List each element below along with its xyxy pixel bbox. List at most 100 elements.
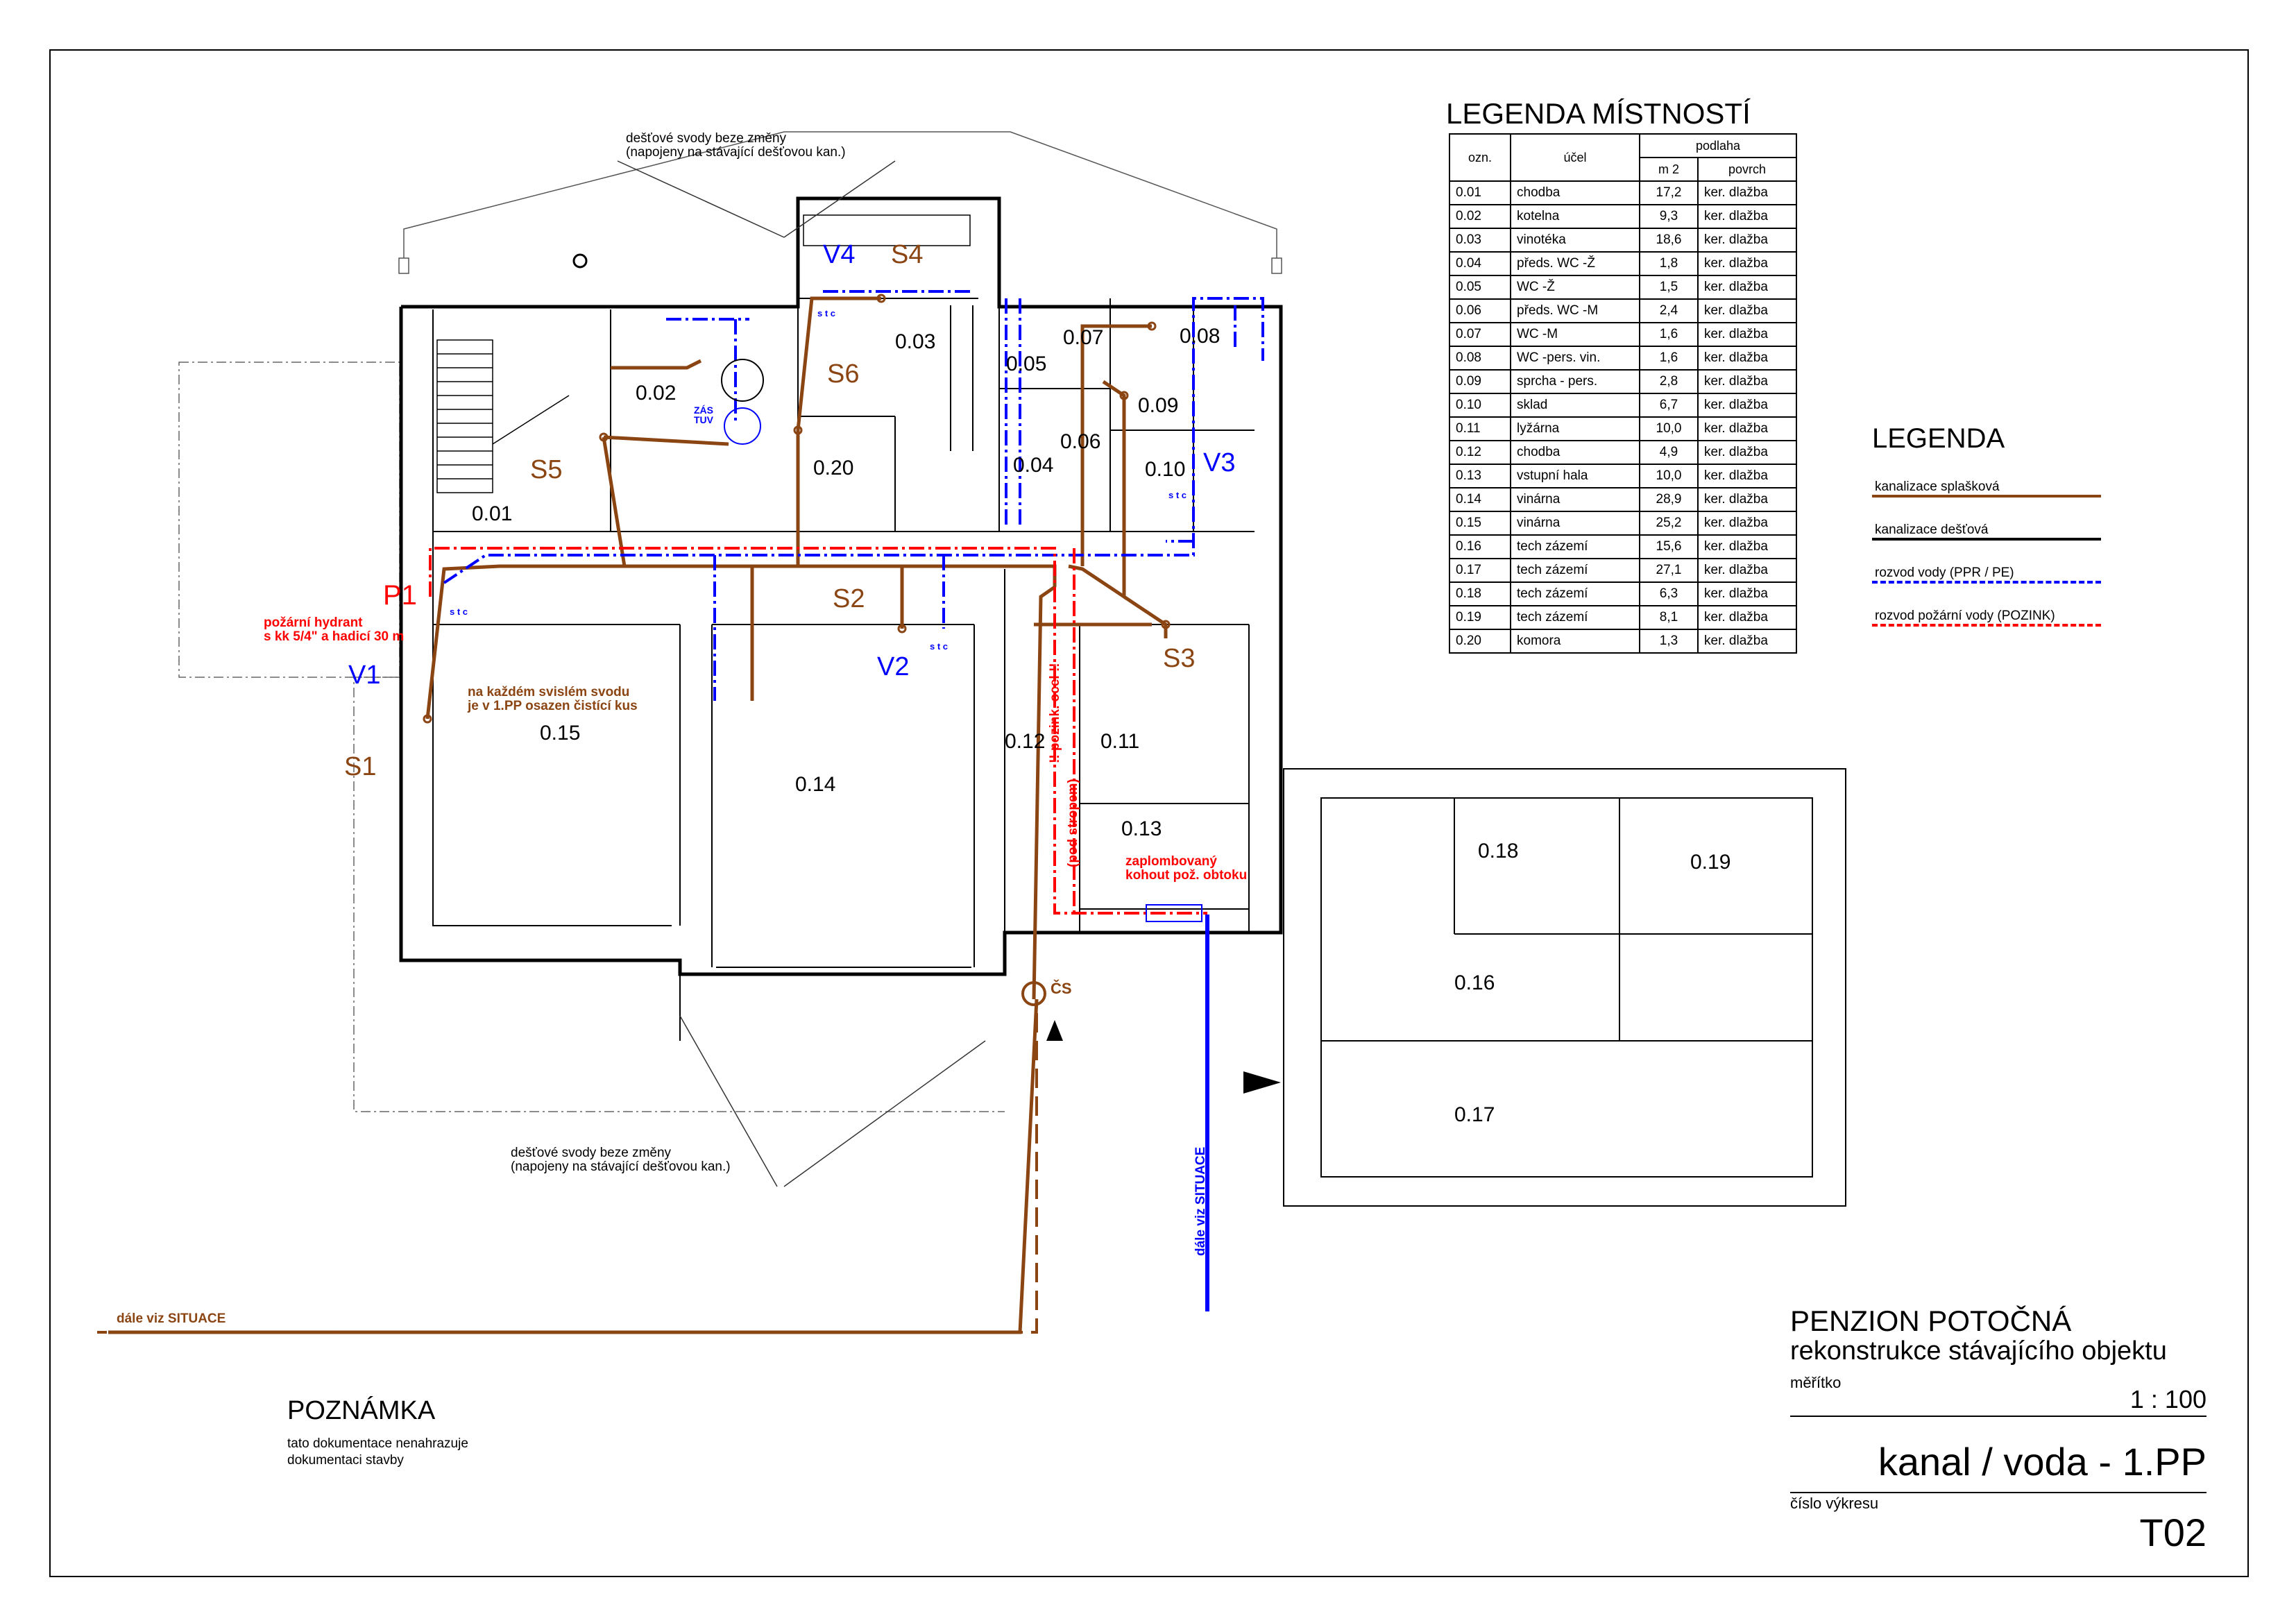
- room-table-header-row: ozn. účel podlaha: [1449, 133, 1797, 182]
- valve-note-line2: kohout pož. obtoku: [1125, 868, 1248, 883]
- room-label-013: 0.13: [1121, 817, 1162, 840]
- room-code-cell: 0.17: [1449, 558, 1511, 583]
- room-code-cell: 0.01: [1449, 180, 1511, 205]
- riser-v1: V1: [348, 661, 381, 690]
- room-purpose-cell: vinárna: [1510, 487, 1640, 512]
- riser-s5: S5: [530, 455, 563, 484]
- room-code-cell: 0.15: [1449, 511, 1511, 536]
- col-header-m2: m 2: [1639, 157, 1699, 182]
- scale-value: 1 : 100: [2129, 1385, 2206, 1413]
- room-area-cell: 1,5: [1639, 275, 1699, 300]
- room-surface-cell: ker. dlažba: [1697, 228, 1797, 253]
- rain-note-top: dešťové svody beze změny (napojeny na st…: [626, 132, 846, 160]
- room-surface-cell: ker. dlažba: [1697, 534, 1797, 559]
- room-code-cell: 0.20: [1449, 629, 1511, 654]
- cleanout-note: na každém svislém svodu je v 1.PP osazen…: [468, 686, 638, 713]
- rain-drainage-lines: [617, 160, 986, 1187]
- room-label-004: 0.04: [1013, 454, 1054, 477]
- col-header-ozn: ozn.: [1449, 133, 1511, 182]
- drawing-name-underline: [1790, 1492, 2206, 1493]
- room-area-cell: 8,1: [1639, 605, 1699, 630]
- room-code-cell: 0.06: [1449, 298, 1511, 323]
- room-purpose-cell: předs. WC -Ž: [1510, 251, 1640, 276]
- room-label-010: 0.10: [1145, 458, 1186, 481]
- room-code-cell: 0.14: [1449, 487, 1511, 512]
- room-area-cell: 1,3: [1639, 629, 1699, 654]
- room-code-cell: 0.02: [1449, 204, 1511, 229]
- water-pipes: [443, 290, 1264, 701]
- room-surface-cell: ker. dlažba: [1697, 180, 1797, 205]
- stc-label-v1: s t c: [450, 606, 468, 617]
- room-purpose-cell: vinotéka: [1510, 228, 1640, 253]
- riser-s1: S1: [344, 752, 377, 781]
- room-code-cell: 0.03: [1449, 228, 1511, 253]
- riser-marks: [423, 294, 1171, 724]
- title-block: PENZION POTOČNÁ rekonstrukce stávajícího…: [1790, 1305, 2206, 1568]
- room-purpose-cell: vinárna: [1510, 511, 1640, 536]
- room-surface-cell: ker. dlažba: [1697, 393, 1797, 418]
- room-area-cell: 1,8: [1639, 251, 1699, 276]
- room-area-cell: 28,9: [1639, 487, 1699, 512]
- room-table-subheader-row: m 2 povrch: [1449, 157, 1797, 182]
- manhole-label: ČS: [1051, 980, 1072, 997]
- scale-underline: [1790, 1416, 2206, 1417]
- room-surface-cell: ker. dlažba: [1697, 605, 1797, 630]
- valve-note: zaplombovaný kohout pož. obtoku: [1125, 855, 1247, 883]
- room-area-cell: 18,6: [1639, 228, 1699, 253]
- riser-v2: V2: [877, 652, 910, 681]
- riser-v4: V4: [823, 240, 856, 269]
- number-label: číslo výkresu: [1790, 1495, 1879, 1512]
- room-label-014: 0.14: [795, 773, 836, 796]
- project-subtitle: rekonstrukce stávajícího objektu: [1790, 1336, 2167, 1366]
- pipe-legend-label: kanalizace splašková: [1875, 479, 2000, 494]
- room-area-cell: 10,0: [1639, 464, 1699, 488]
- room-label-019: 0.19: [1690, 851, 1731, 874]
- room-area-cell: 4,9: [1639, 440, 1699, 465]
- sewer-pipes: [108, 296, 1168, 1334]
- room-purpose-cell: kotelna: [1510, 204, 1640, 229]
- pipe-legend-items: kanalizace splašková kanalizace dešťová ro…: [1872, 470, 2108, 642]
- room-code-cell: 0.16: [1449, 534, 1511, 559]
- annex-walls: [1283, 768, 1846, 1207]
- rain-note-bottom: dešťové svody beze změny (napojeny na st…: [511, 1146, 731, 1174]
- hydrant-note: požární hydrant s kk 5/4" a hadicí 30 m: [264, 616, 404, 644]
- pipe-legend-label: kanalizace dešťová: [1875, 522, 1989, 537]
- zas-tuv-label: ZÁS TUV: [694, 405, 713, 425]
- room-code-cell: 0.10: [1449, 393, 1511, 418]
- water-tank-circle-2: [724, 407, 761, 445]
- pipe-legend-swatch: [1872, 581, 2101, 584]
- tuv-label: TUV: [694, 414, 713, 425]
- room-area-cell: 25,2: [1639, 511, 1699, 536]
- riser-s2: S2: [833, 584, 865, 613]
- note-line1: tato dokumentace nenahrazuje: [287, 1436, 468, 1451]
- pipe-legend-label: rozvod vody (PPR / PE): [1875, 566, 2014, 580]
- room-label-012: 0.12: [1005, 730, 1046, 753]
- room-purpose-cell: WC -M: [1510, 322, 1640, 347]
- scale-label: měřítko: [1790, 1374, 1842, 1391]
- room-area-cell: 17,2: [1639, 180, 1699, 205]
- room-label-018: 0.18: [1478, 840, 1519, 863]
- room-area-cell: 2,8: [1639, 369, 1699, 394]
- room-surface-cell: ker. dlažba: [1697, 440, 1797, 465]
- room-purpose-cell: chodba: [1510, 180, 1640, 205]
- room-purpose-cell: tech zázemí: [1510, 534, 1640, 559]
- boiler-flue-circle: [572, 253, 588, 269]
- drawing-name: kanal / voda - 1.PP: [1878, 1440, 2206, 1484]
- roof-outline: [398, 131, 1282, 274]
- rain-note-top-line2: (napojeny na stávající dešťovou kan.): [626, 145, 846, 160]
- pipe-vertical-note: !! pozink. ocel !!: [1048, 663, 1062, 763]
